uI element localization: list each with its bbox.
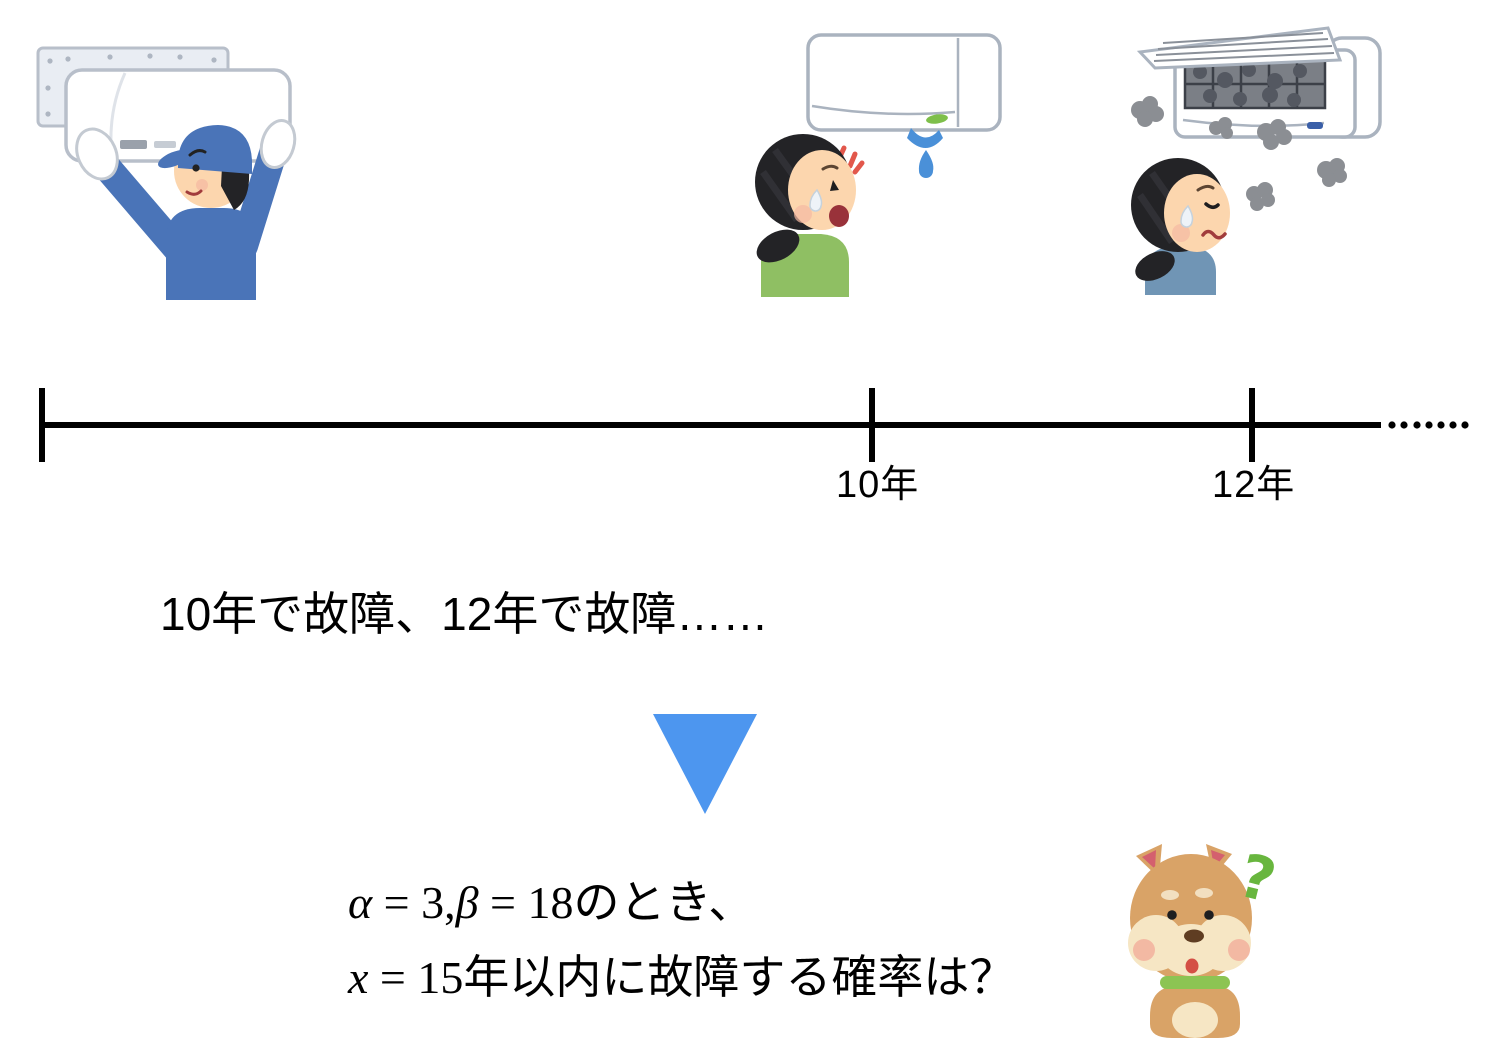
- beta-symbol: β: [455, 877, 479, 928]
- water-drop: [918, 150, 934, 178]
- worker-left-arm: [92, 152, 192, 264]
- dog-blush-right: [1228, 939, 1250, 961]
- timeline-label-12years: 12年: [1212, 464, 1296, 506]
- woman-ponytail: [1135, 251, 1175, 281]
- woman-eyebrow: [821, 164, 839, 171]
- problem-line-1: α = 3,β = 18のとき、: [348, 872, 1015, 933]
- worker: [75, 119, 297, 300]
- ac-indicator-light: [926, 114, 948, 124]
- dog-chest: [1172, 1002, 1218, 1038]
- woman-open-mouth: [829, 205, 849, 227]
- line2-japanese-text: 年以内に故障する確率は？: [463, 951, 1016, 1003]
- worker-blush: [196, 179, 208, 191]
- ac-indicator-light: [1307, 122, 1323, 129]
- woman-blush: [794, 205, 812, 223]
- alpha-symbol: α: [348, 877, 373, 928]
- worker-mouth: [185, 189, 203, 196]
- dog-eye-left: [1167, 910, 1177, 920]
- woman-eyebrow: [1196, 184, 1215, 192]
- line1-japanese-text: のとき、: [573, 876, 755, 928]
- problem-statement: α = 3,β = 18のとき、 x = 15年以内に故障する確率は？: [348, 872, 1015, 1008]
- dog-mouth: [1185, 958, 1199, 974]
- timeline-label-10years: 10年: [836, 464, 920, 506]
- caption-text: 10年で故障、12年で故障……: [160, 588, 769, 640]
- worker-eyebrow: [188, 149, 207, 157]
- x-value: = 15: [368, 952, 464, 1003]
- woman-face: [1164, 174, 1230, 252]
- woman-wavy-mouth: [1201, 229, 1227, 240]
- down-arrow-icon: [653, 714, 757, 814]
- question-mark-icon: ?: [1232, 841, 1283, 917]
- timeline: [39, 388, 1469, 462]
- top-panel-fins: [1153, 32, 1335, 62]
- air-conditioner-leaking: [806, 33, 1002, 178]
- confused-dog-illustration: ?: [1128, 841, 1283, 1038]
- dog-muzzle: [1159, 924, 1223, 976]
- sweat-drop: [1180, 204, 1194, 228]
- leaking-ac-illustration: [755, 33, 1002, 297]
- worker-torso: [166, 208, 256, 300]
- dog-eyebrow-left: [1161, 890, 1179, 900]
- dog-eye-right: [1204, 910, 1214, 920]
- dog-blush-left: [1133, 939, 1155, 961]
- woman-ponytail: [756, 229, 800, 263]
- filter-dust-blobs: [1193, 63, 1307, 107]
- dog-eyebrow-right: [1195, 888, 1213, 898]
- x-symbol: x: [348, 952, 369, 1003]
- worker-left-glove: [75, 127, 119, 181]
- dog-nose: [1184, 929, 1204, 943]
- water-streak: [907, 128, 943, 148]
- timeline-dotted-continuation: [1388, 421, 1469, 429]
- worker-eye: [192, 164, 200, 172]
- woman-blush: [1172, 224, 1190, 242]
- beta-value: = 18: [478, 877, 574, 928]
- worker-cap: [158, 125, 252, 174]
- troubled-woman: [1131, 158, 1230, 295]
- sweat-drop: [809, 188, 823, 212]
- woman-eye: [830, 180, 839, 191]
- surprised-woman: [755, 134, 856, 297]
- worker-right-glove: [259, 119, 297, 169]
- problem-line-2: x = 15年以内に故障する確率は？: [348, 947, 1015, 1008]
- woman-closed-eye: [1204, 202, 1220, 209]
- alpha-value: = 3,: [372, 877, 456, 928]
- dog-collar: [1160, 976, 1230, 989]
- smoke-puffs: [1131, 96, 1347, 211]
- dusty-ac-illustration: [1131, 26, 1382, 295]
- ac-installation-worker-illustration: [36, 46, 297, 300]
- air-conditioner-dusty: [1136, 26, 1382, 139]
